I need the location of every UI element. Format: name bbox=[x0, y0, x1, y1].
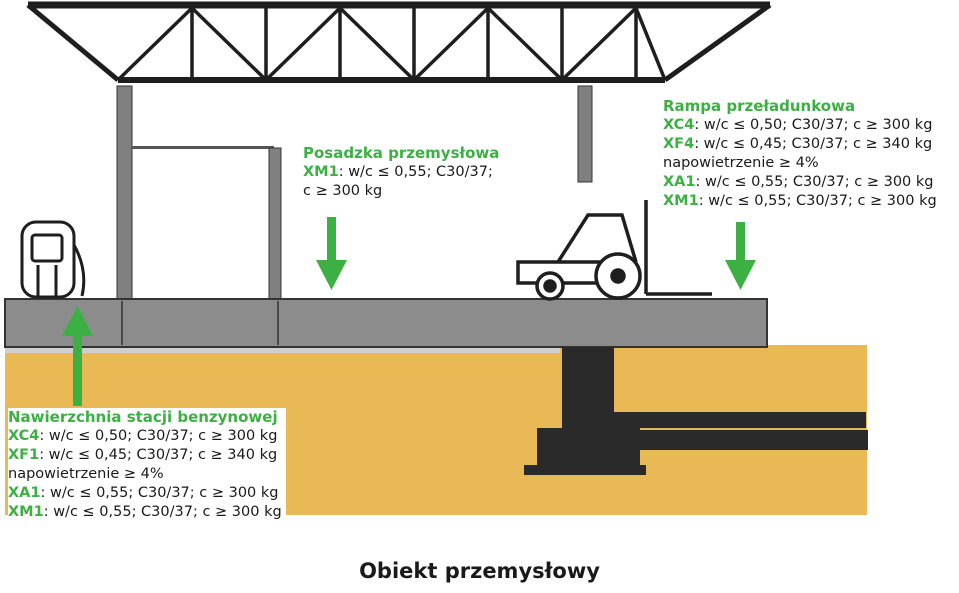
label-line: XM1: w/c ≤ 0,55; C30/37; c ≥ 300 kg bbox=[8, 504, 282, 520]
label-posadzka: Posadzka przemysłowa XM1: w/c ≤ 0,55; C3… bbox=[303, 144, 499, 201]
label-line: XM1: w/c ≤ 0,55; C30/37; c ≥ 300 kg bbox=[663, 193, 937, 209]
label-line: XM1: w/c ≤ 0,55; C30/37; bbox=[303, 164, 493, 180]
label-nawierzchnia: Nawierzchnia stacji benzynowej XC4: w/c … bbox=[8, 408, 286, 526]
label-line: napowietrzenie ≥ 4% bbox=[663, 155, 819, 171]
label-nawierzchnia-title: Nawierzchnia stacji benzynowej bbox=[8, 408, 278, 426]
label-line: XC4: w/c ≤ 0,50; C30/37; c ≥ 300 kg bbox=[8, 428, 278, 444]
label-rampa: Rampa przeładunkowa XC4: w/c ≤ 0,50; C30… bbox=[663, 97, 937, 211]
label-line: napowietrzenie ≥ 4% bbox=[8, 466, 164, 482]
label-posadzka-title: Posadzka przemysłowa bbox=[303, 144, 500, 162]
arrow-nawierzchnia-icon bbox=[62, 306, 93, 406]
label-line: XA1: w/c ≤ 0,55; C30/37; c ≥ 300 kg bbox=[663, 174, 934, 190]
columns bbox=[116, 85, 593, 301]
roof-truss bbox=[26, 1, 772, 83]
fuel-pump-icon bbox=[20, 220, 86, 299]
label-line: c ≥ 300 kg bbox=[303, 183, 383, 199]
label-line: XA1: w/c ≤ 0,55; C30/37; c ≥ 300 kg bbox=[8, 485, 279, 501]
arrow-rampa-icon bbox=[725, 222, 756, 290]
concrete-slab bbox=[4, 298, 768, 348]
interior-wall bbox=[132, 146, 282, 301]
forklift-icon bbox=[516, 200, 712, 301]
page-title: Obiekt przemysłowy bbox=[359, 559, 600, 583]
foundation bbox=[524, 347, 868, 475]
label-line: XF1: w/c ≤ 0,45; C30/37; c ≥ 340 kg bbox=[8, 447, 278, 463]
label-line: XC4: w/c ≤ 0,50; C30/37; c ≥ 300 kg bbox=[663, 117, 933, 133]
arrow-posadzka-icon bbox=[316, 217, 347, 290]
label-rampa-title: Rampa przeładunkowa bbox=[663, 97, 856, 115]
label-line: XF4: w/c ≤ 0,45; C30/37; c ≥ 340 kg bbox=[663, 136, 933, 152]
